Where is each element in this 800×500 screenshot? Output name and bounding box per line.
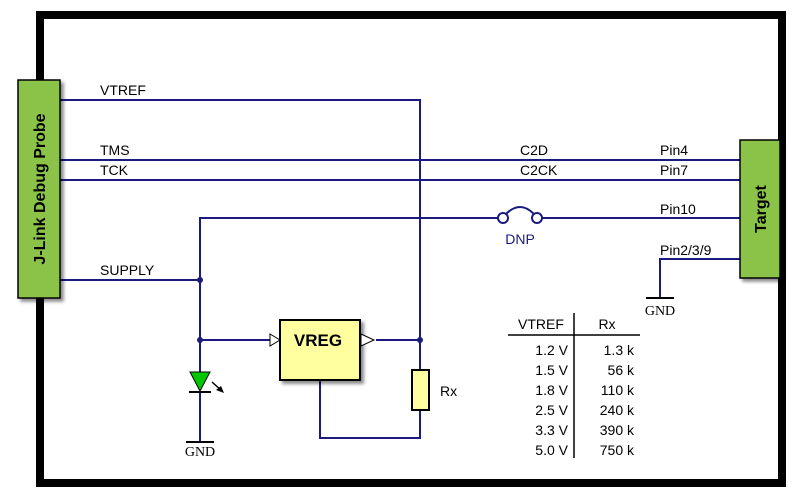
table-rows: 1.2 V 1.3 k 1.5 V 56 k 1.8 V 110 k 2.5 V 240 k 3…: [535, 342, 635, 458]
gnd-symbol-target: GND: [645, 297, 675, 319]
label-c2ck: C2CK: [520, 162, 558, 178]
vreg-block: VREG: [269, 319, 376, 381]
junction-dots: [197, 277, 423, 343]
table-cell-rx: 110 k: [601, 382, 635, 398]
table-cell-rx: 1.3 k: [604, 342, 635, 358]
signal-labels: VTREF TMS TCK SUPPLY C2D C2CK: [100, 82, 558, 278]
label-pin4: Pin4: [660, 142, 688, 158]
table-cell-rx: 56 k: [608, 362, 635, 378]
svg-text:GND: GND: [185, 445, 215, 460]
label-tck: TCK: [100, 162, 129, 178]
table-cell-vtref: 3.3 V: [535, 422, 568, 438]
table-cell-vtref: 1.2 V: [535, 342, 568, 358]
svg-text:Target: Target: [753, 184, 770, 232]
label-pin10: Pin10: [660, 201, 696, 217]
rx-resistor: Rx: [411, 369, 457, 411]
label-pin-gnd: Pin2/3/9: [660, 242, 712, 258]
svg-text:Rx: Rx: [440, 383, 457, 399]
table-cell-vtref: 1.5 V: [535, 362, 568, 378]
jlink-probe-block: J-Link Debug Probe: [17, 79, 61, 299]
svg-text:GND: GND: [645, 304, 675, 319]
table-cell-rx: 390 k: [600, 422, 635, 438]
label-tms: TMS: [100, 142, 130, 158]
svg-text:DNP: DNP: [505, 231, 535, 247]
label-c2d: C2D: [520, 142, 548, 158]
gnd-symbol-led: GND: [185, 441, 215, 460]
target-block: Target: [739, 139, 781, 279]
label-vtref: VTREF: [100, 82, 146, 98]
label-pin7: Pin7: [660, 162, 688, 178]
table-cell-vtref: 2.5 V: [535, 402, 568, 418]
dnp-jumper: DNP: [497, 206, 543, 247]
label-supply: SUPPLY: [100, 262, 155, 278]
table-cell-rx: 750 k: [600, 442, 635, 458]
table-cell-vtref: 5.0 V: [535, 442, 568, 458]
svg-text:VREG: VREG: [294, 331, 342, 350]
table-header-vtref: VTREF: [518, 316, 564, 332]
led-icon: [189, 371, 224, 393]
vtref-rx-table: VTREF Rx 1.2 V 1.3 k 1.5 V 56 k 1.8 V 110 k 2.…: [508, 313, 640, 458]
wires: [60, 99, 740, 442]
table-header-rx: Rx: [598, 316, 615, 332]
pin-labels: Pin4 Pin7 Pin10 Pin2/3/9: [660, 142, 712, 258]
table-cell-vtref: 1.8 V: [535, 382, 568, 398]
svg-text:J-Link Debug Probe: J-Link Debug Probe: [32, 113, 49, 264]
table-cell-rx: 240 k: [600, 402, 635, 418]
